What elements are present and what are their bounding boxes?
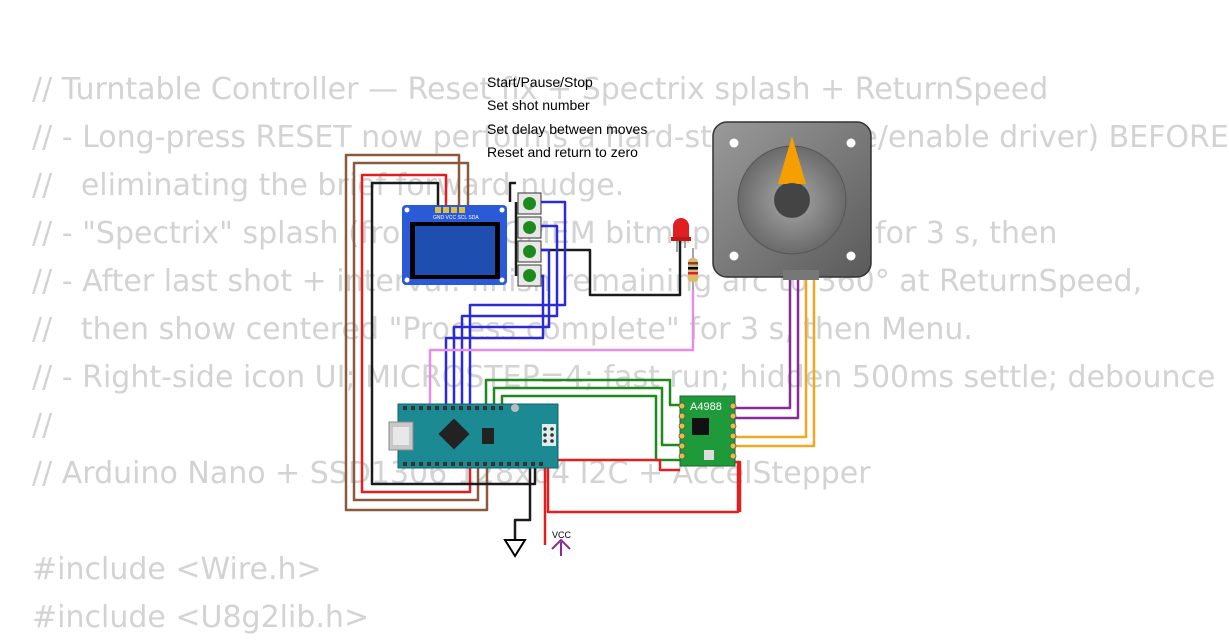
red-led — [671, 218, 691, 252]
wire-red-oled — [360, 173, 472, 494]
wire-red-nano-driver — [543, 458, 680, 472]
wire-black-ground-symbol — [513, 468, 532, 540]
a4988-driver: A4988 — [678, 395, 737, 467]
wire-red-driver — [546, 462, 740, 514]
wire-black-gnd — [370, 181, 537, 486]
wires — [344, 153, 816, 545]
wire-brown-2 — [352, 161, 480, 502]
label-shot-number: Set shot number — [487, 97, 590, 113]
wire-red-vcc — [543, 460, 742, 545]
wire-blue-3 — [452, 248, 551, 408]
resistor — [688, 248, 698, 290]
oled-display: GND VCC SCL SDA — [402, 205, 507, 285]
wire-green-2 — [492, 386, 680, 447]
wire-blue-2 — [460, 224, 559, 408]
wire-purple-2 — [735, 278, 800, 420]
code-line: // - Right-side icon UI; MICROSTEP=4; fa… — [32, 360, 1216, 395]
code-line: #include <Wire.h> — [32, 552, 322, 587]
arduino-nano — [388, 403, 559, 469]
wire-pink-led — [428, 290, 695, 408]
wire-black-buttons — [508, 181, 518, 276]
wire-orange-1 — [735, 278, 808, 439]
code-line: #include <U8g2lib.h> — [32, 600, 370, 635]
stepper-motor — [712, 121, 872, 280]
wire-black-led — [540, 240, 682, 297]
button-shot-number[interactable] — [517, 216, 542, 239]
circuit-diagram: GND VCC SCL SDA Start/Pause/Stop Set sho… — [344, 74, 872, 558]
wire-purple-1 — [735, 278, 792, 410]
motor-pointer — [778, 136, 806, 184]
button-reset[interactable] — [517, 264, 542, 287]
code-line: // Turntable Controller — Reset fix + Sp… — [32, 72, 1049, 107]
wire-green-3 — [500, 394, 680, 462]
label-reset: Reset and return to zero — [487, 144, 638, 160]
vcc-label: VCC — [552, 530, 572, 540]
pushbuttons — [517, 192, 542, 287]
button-start-pause-stop[interactable] — [517, 192, 542, 215]
vcc-symbol: VCC — [551, 530, 572, 556]
wire-blue-1 — [468, 200, 567, 408]
wire-orange-2 — [735, 278, 816, 448]
wire-green-1 — [484, 378, 680, 408]
button-delay[interactable] — [517, 240, 542, 263]
driver-label: A4988 — [690, 401, 722, 413]
ground-symbol — [503, 539, 527, 558]
oled-pin-labels: GND VCC SCL SDA — [433, 215, 479, 221]
label-delay: Set delay between moves — [487, 121, 647, 137]
label-start-pause-stop: Start/Pause/Stop — [487, 74, 593, 90]
code-line: // — [32, 408, 53, 443]
wire-blue-4 — [444, 274, 545, 408]
